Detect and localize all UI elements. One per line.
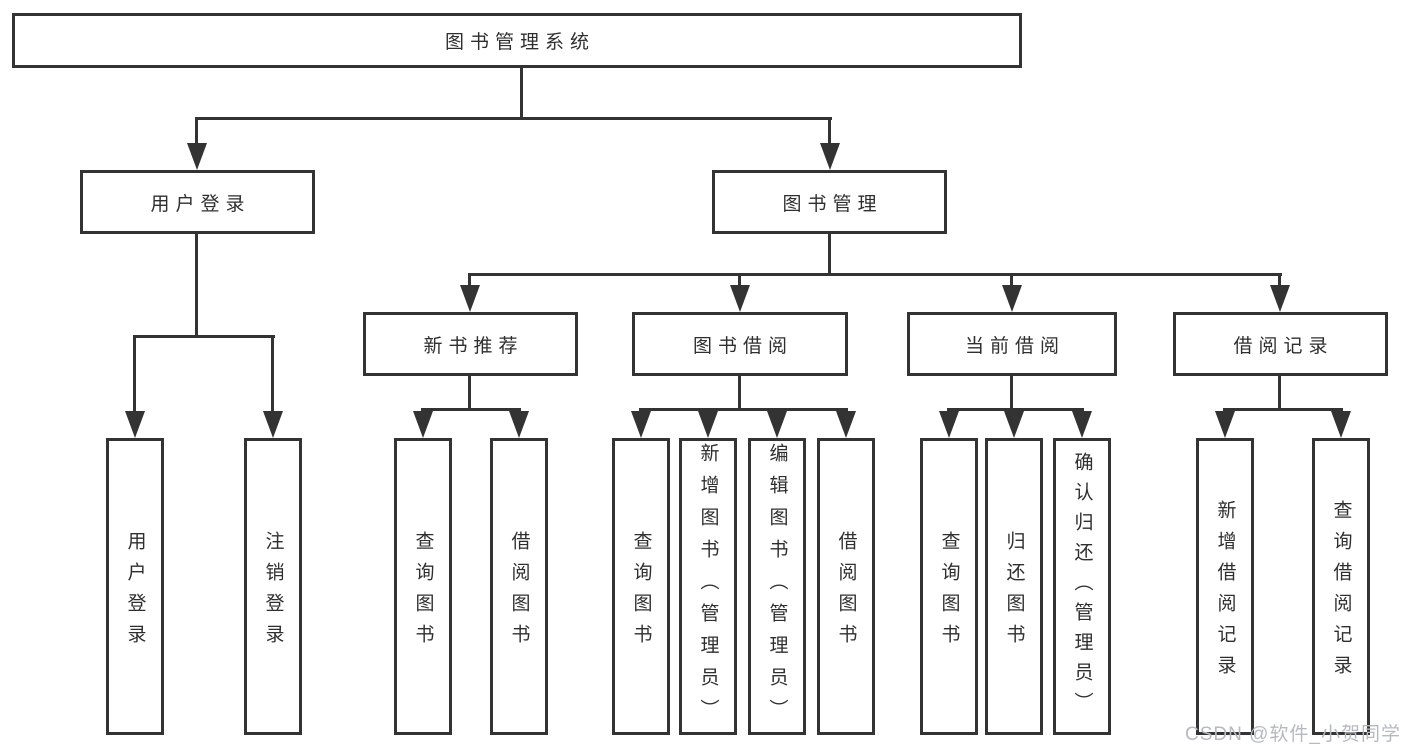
arrowhead-down-icon: [939, 411, 959, 438]
node-book-borrowing-label: 图书借阅: [692, 335, 793, 357]
connector-stem: [468, 273, 471, 287]
csdn-watermark: CSDN @软件_小贺同学: [1185, 724, 1401, 745]
node-borrowing-records-label: 借阅记录: [1233, 335, 1334, 357]
leaf-user-login-label: 用户登录: [124, 530, 146, 655]
node-current-borrowing-label: 当前借阅: [964, 335, 1065, 357]
connector-stem: [133, 335, 136, 412]
leaf-add-borrow-record-label: 新增借阅记录: [1214, 499, 1236, 686]
arrowhead-down-icon: [730, 285, 750, 312]
arrowhead-down-icon: [1072, 411, 1092, 438]
node-book-management: 图书管理: [712, 170, 947, 234]
arrowhead-down-icon: [1270, 285, 1290, 312]
node-book-management-label: 图书管理: [782, 193, 883, 215]
leaf-logout-login: 注销登录: [244, 438, 302, 735]
node-user-login-label: 用户登录: [150, 193, 251, 215]
leaf-add-books-admin-label: 新增图书（管理员）: [697, 442, 719, 731]
leaf-edit-books-admin-label: 编辑图书（管理员）: [766, 442, 788, 731]
leaf-return-books: 归还图书: [985, 438, 1043, 735]
leaf-query-books-borrowing-label: 查询图书: [630, 530, 652, 655]
leaf-borrow-books-borrowing: 借阅图书: [817, 438, 875, 735]
connector-bookmgmt-stub: [828, 234, 831, 276]
connector-root-bar: [195, 117, 832, 120]
leaf-query-books-recommend: 查询图书: [394, 438, 452, 735]
connector-borrowing-bar: [639, 408, 848, 411]
connector-stem: [271, 335, 274, 412]
arrowhead-down-icon: [1002, 285, 1022, 312]
connector-root-stub: [520, 68, 523, 120]
leaf-add-books-admin: 新增图书（管理员）: [679, 438, 737, 735]
arrowhead-down-icon: [460, 285, 480, 312]
leaf-query-books-current: 查询图书: [920, 438, 978, 735]
connector-stem: [738, 273, 741, 287]
node-user-login: 用户登录: [80, 170, 315, 234]
connector-stem: [1010, 273, 1013, 287]
leaf-confirm-return-admin: 确认归还（管理员）: [1053, 438, 1111, 735]
node-book-borrowing: 图书借阅: [632, 312, 848, 376]
leaf-query-borrow-record: 查询借阅记录: [1312, 438, 1370, 735]
node-root: 图书管理系统: [12, 13, 1022, 68]
node-new-book-recommend-label: 新书推荐: [423, 335, 524, 357]
arrowhead-down-icon: [820, 143, 840, 170]
node-current-borrowing: 当前借阅: [907, 312, 1117, 376]
connector-records-bar: [1223, 408, 1343, 411]
node-borrowing-records: 借阅记录: [1173, 312, 1388, 376]
arrowhead-down-icon: [631, 411, 651, 438]
leaf-return-books-label: 归还图书: [1003, 530, 1025, 655]
leaf-borrow-books-borrowing-label: 借阅图书: [835, 530, 857, 655]
leaf-borrow-books-recommend-label: 借阅图书: [508, 530, 530, 655]
leaf-query-books-current-label: 查询图书: [938, 530, 960, 655]
leaf-borrow-books-recommend: 借阅图书: [490, 438, 548, 735]
arrowhead-down-icon: [836, 411, 856, 438]
leaf-query-borrow-record-label: 查询借阅记录: [1330, 499, 1352, 686]
arrowhead-down-icon: [1331, 411, 1351, 438]
connector-userlogin-stub: [195, 234, 198, 338]
connector-stem: [195, 117, 198, 144]
node-new-book-recommend: 新书推荐: [363, 312, 578, 376]
leaf-user-login: 用户登录: [106, 438, 164, 735]
connector-recommend-bar: [421, 408, 521, 411]
leaf-query-books-recommend-label: 查询图书: [412, 530, 434, 655]
connector-current-bar: [947, 408, 1084, 411]
connector-current-stub: [1010, 376, 1013, 411]
arrowhead-down-icon: [1004, 411, 1024, 438]
arrowhead-down-icon: [509, 411, 529, 438]
node-root-label: 图书管理系统: [444, 32, 595, 53]
connector-records-stub: [1278, 376, 1281, 411]
leaf-add-borrow-record: 新增借阅记录: [1196, 438, 1254, 735]
arrowhead-down-icon: [125, 411, 145, 438]
connector-stem: [1278, 273, 1281, 287]
arrowhead-down-icon: [767, 411, 787, 438]
leaf-logout-login-label: 注销登录: [262, 530, 284, 655]
arrowhead-down-icon: [187, 143, 207, 170]
leaf-query-books-borrowing: 查询图书: [612, 438, 670, 735]
connector-stem: [828, 117, 831, 144]
leaf-confirm-return-admin-label: 确认归还（管理员）: [1071, 451, 1093, 722]
connector-recommend-stub: [468, 376, 471, 411]
arrowhead-down-icon: [263, 411, 283, 438]
arrowhead-down-icon: [1215, 411, 1235, 438]
connector-userlogin-bar: [133, 335, 275, 338]
connector-bookmgmt-bar: [468, 273, 1282, 276]
connector-borrowing-stub: [738, 376, 741, 411]
arrowhead-down-icon: [698, 411, 718, 438]
leaf-edit-books-admin: 编辑图书（管理员）: [748, 438, 806, 735]
arrowhead-down-icon: [413, 411, 433, 438]
